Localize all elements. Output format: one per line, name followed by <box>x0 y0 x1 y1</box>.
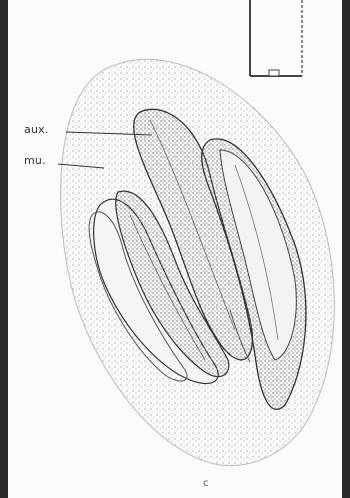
label-aux: aux. <box>24 123 49 136</box>
figure-letter: c <box>203 478 209 489</box>
corner-bracket <box>250 0 302 76</box>
label-mu: mu. <box>24 154 46 167</box>
